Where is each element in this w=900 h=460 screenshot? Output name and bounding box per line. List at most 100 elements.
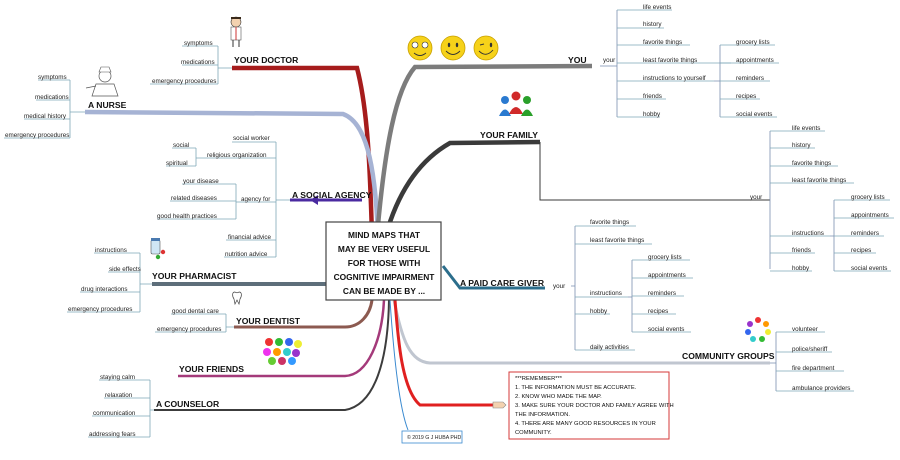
copyright-text: © 2019 G J HUBA PHD	[407, 434, 462, 441]
you-instruction-item: appointments	[736, 57, 774, 64]
family-instruction-item: social events	[851, 265, 887, 272]
branch-counselor-label: A COUNSELOR	[156, 399, 220, 409]
smiley-icons	[407, 35, 499, 61]
center-line-1: MIND MAPS THAT	[348, 230, 421, 240]
religious-item: spiritual	[166, 160, 188, 167]
community-item: volunteer	[792, 326, 818, 333]
branch-friends-label: YOUR FRIENDS	[179, 364, 244, 374]
branch-nurse: A NURSE symptoms medications medical his…	[4, 66, 127, 139]
remember-title: ***REMEMBER***	[515, 376, 563, 382]
branch-doctor-line	[232, 65, 375, 236]
caregiver-item: instructions	[590, 290, 622, 297]
pointing-hand-icon	[492, 401, 507, 409]
social-item: religious organization	[207, 152, 267, 159]
community-circle-icon	[745, 317, 771, 342]
family-instruction-item: grocery lists	[851, 194, 885, 201]
you-instruction-item: recipes	[736, 93, 756, 100]
nurse-item: symptoms	[38, 74, 67, 81]
nurse-icon	[85, 66, 119, 97]
pharmacist-item: instructions	[95, 247, 127, 254]
you-item: least favorite things	[643, 57, 697, 64]
pharmacist-item: emergency procedures	[68, 306, 132, 313]
caregiver-item: hobby	[590, 308, 608, 315]
caregiver-instruction-item: grocery lists	[648, 254, 682, 261]
family-item: favorite things	[792, 160, 831, 167]
you-instruction-item: reminders	[736, 75, 764, 82]
counselor-item: addressing fears	[89, 431, 136, 438]
pills-icon	[150, 238, 166, 260]
branch-friends-line	[178, 299, 386, 378]
branch-community-label: COMMUNITY GROUPS	[682, 351, 775, 361]
caregiver-item: least favorite things	[590, 237, 644, 244]
you-item: life events	[643, 4, 671, 11]
remember-line: COMMUNITY.	[515, 430, 552, 436]
caregiver-item: daily activities	[590, 344, 629, 351]
social-item: nutrition advice	[225, 251, 268, 258]
remember-line: 2. KNOW WHO MADE THE MAP.	[515, 394, 602, 400]
branch-family-label: YOUR FAMILY	[480, 130, 538, 140]
family-item: friends	[792, 247, 811, 254]
caregiver-item: favorite things	[590, 219, 629, 226]
nurse-item: emergency procedures	[5, 132, 69, 139]
branch-social: A SOCIAL AGENCY social worker religious …	[157, 135, 372, 258]
doctor-icon	[230, 16, 242, 47]
branch-caregiver-line	[441, 265, 545, 290]
social-item: financial advice	[228, 234, 272, 241]
nurse-item: medical history	[24, 113, 67, 120]
branch-friends: YOUR FRIENDS	[179, 338, 302, 374]
you-item: instructions to yourself	[643, 75, 706, 82]
caregiver-instruction-item: recipes	[648, 308, 668, 315]
dentist-item: good dental care	[172, 308, 219, 315]
branch-social-label: A SOCIAL AGENCY	[292, 190, 372, 200]
center-node: MIND MAPS THAT MAY BE VERY USEFUL FOR TH…	[325, 221, 442, 301]
branch-doctor: YOUR DOCTOR symptoms medications emergen…	[150, 16, 299, 85]
branch-nurse-line	[84, 109, 381, 236]
branch-community: COMMUNITY GROUPS volunteer police/sherif…	[682, 317, 854, 392]
dentist-item: emergency procedures	[157, 326, 221, 333]
you-sub-label: your	[603, 57, 615, 64]
branch-you: YOU your life events history favorite th…	[407, 4, 779, 118]
agency-item: related diseases	[171, 195, 217, 202]
branch-pharmacist: YOUR PHARMACIST instructions side effect…	[67, 238, 237, 313]
community-item: fire department	[792, 365, 835, 372]
remember-line: THE INFORMATION.	[515, 412, 570, 418]
tooth-icon	[232, 291, 242, 306]
counselor-item: relaxation	[105, 392, 133, 399]
branch-counselor: A COUNSELOR staying calm relaxation comm…	[88, 374, 220, 438]
center-line-3: FOR THOSE WITH	[348, 258, 421, 268]
branch-caregiver-label: A PAID CARE GIVER	[460, 278, 545, 288]
counselor-item: staying calm	[100, 374, 135, 381]
branch-caregiver: A PAID CARE GIVER your favorite things l…	[460, 219, 693, 351]
branch-family-line	[385, 139, 541, 229]
family-item: least favorite things	[792, 177, 846, 184]
family-item: history	[792, 142, 811, 149]
arrow-icon	[310, 195, 318, 205]
agency-item: good health practices	[157, 213, 217, 220]
remember-line: 3. MAKE SURE YOUR DOCTOR AND FAMILY AGRE…	[515, 403, 674, 409]
branch-dentist-line	[234, 299, 374, 329]
branch-counselor-line	[154, 299, 390, 411]
you-item: friends	[643, 93, 662, 100]
family-item: hobby	[792, 265, 810, 272]
family-sub-label: your	[750, 194, 762, 201]
doctor-item: symptoms	[184, 40, 213, 47]
family-instruction-item: reminders	[851, 230, 879, 237]
faces-icon	[263, 338, 302, 365]
family-people-icon	[499, 91, 533, 116]
caregiver-instruction-item: reminders	[648, 290, 676, 297]
religious-item: social	[173, 142, 189, 149]
you-instruction-item: social events	[736, 111, 772, 118]
social-item: agency for	[241, 196, 270, 203]
you-instruction-item: grocery lists	[736, 39, 770, 46]
doctor-item: medications	[181, 59, 215, 66]
branch-copyright-line	[389, 299, 409, 431]
family-instruction-item: appointments	[851, 212, 889, 219]
branch-nurse-label: A NURSE	[88, 100, 127, 110]
you-item: favorite things	[643, 39, 682, 46]
center-line-4: COGNITIVE IMPAIRMENT	[334, 272, 436, 282]
branch-family: YOUR FAMILY your life events history fav…	[480, 91, 894, 272]
family-item: life events	[792, 125, 820, 132]
branch-you-label: YOU	[568, 55, 587, 65]
